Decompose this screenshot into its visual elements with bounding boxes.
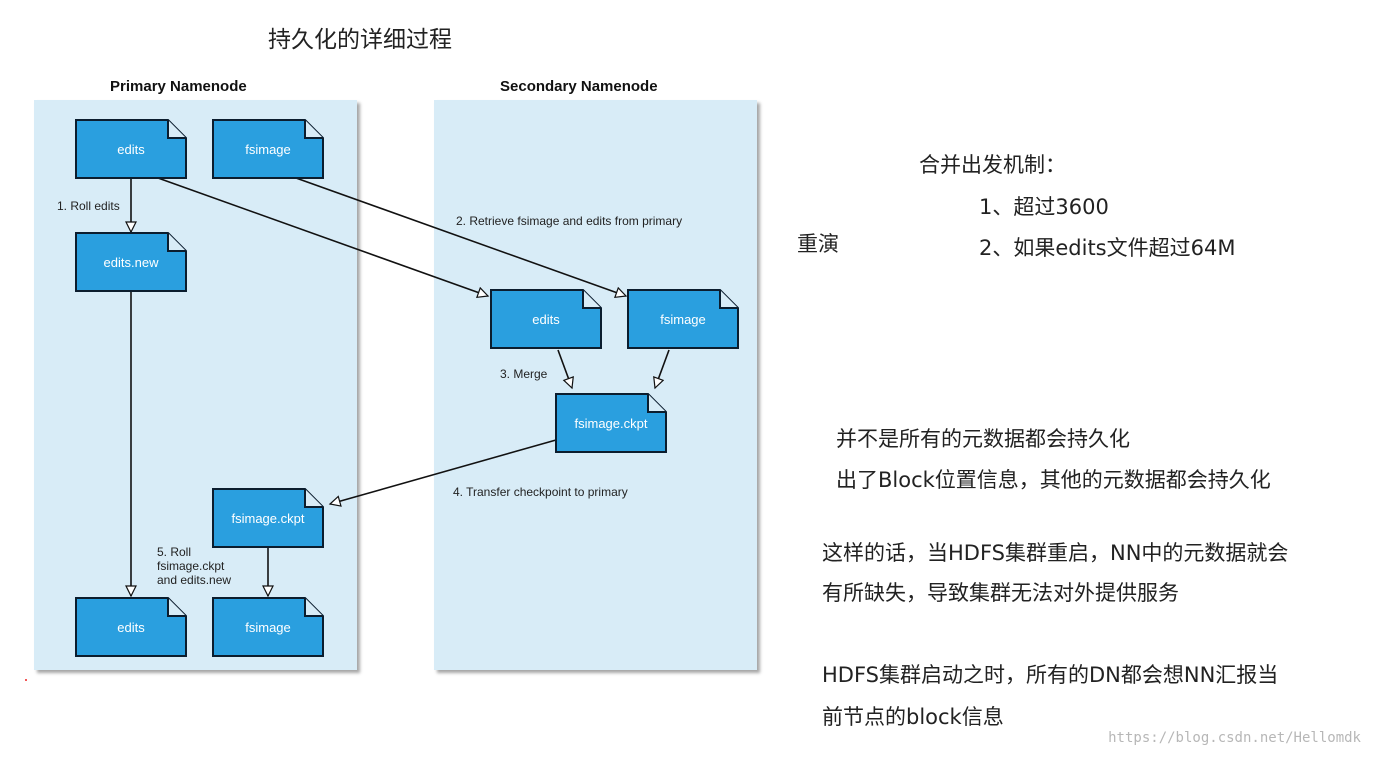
file-label: fsimage	[245, 142, 291, 157]
file-icon-secondary-fsimage: fsimage	[627, 289, 739, 349]
note-startup-1: HDFS集群启动之时，所有的DN都会想NN汇报当	[822, 663, 1279, 687]
file-icon-secondary-fsimage-ckpt: fsimage.ckpt	[555, 393, 667, 453]
primary-namenode-panel	[34, 100, 357, 670]
step-roll-ckpt: 5. Roll fsimage.ckpt and edits.new	[157, 545, 232, 587]
arrow-retrieve-edits	[157, 177, 490, 299]
file-icon-primary-edits-new: edits.new	[75, 232, 187, 292]
file-icon-primary-edits: edits	[75, 119, 187, 179]
note-replay: 重演	[797, 232, 839, 256]
watermark: https://blog.csdn.net/Hellomdk	[1108, 730, 1361, 746]
note-trigger-1: 1、超过3600	[979, 195, 1109, 219]
secondary-namenode-panel	[434, 100, 757, 670]
file-icon-secondary-edits: edits	[490, 289, 602, 349]
arrows	[125, 177, 670, 598]
file-label: fsimage.ckpt	[575, 416, 648, 431]
arrow-transfer-checkpoint	[328, 439, 557, 507]
file-label: edits	[117, 620, 145, 635]
note-not-all-2: 出了Block位置信息，其他的元数据都会持久化	[836, 468, 1271, 492]
step-roll-edits: 1. Roll edits	[57, 199, 120, 213]
file-icon-primary-fsimage-ckpt: fsimage.ckpt	[212, 488, 324, 548]
note-restart-2: 有所缺失，导致集群无法对外提供服务	[822, 581, 1179, 605]
primary-namenode-title: Primary Namenode	[110, 78, 247, 95]
note-startup-2: 前节点的block信息	[822, 705, 1004, 729]
stray-dot	[25, 679, 27, 681]
file-label: fsimage.ckpt	[232, 511, 305, 526]
page-title: 持久化的详细过程	[268, 27, 452, 53]
note-trigger-2: 2、如果edits文件超过64M	[979, 236, 1236, 260]
secondary-namenode-title: Secondary Namenode	[500, 78, 658, 95]
file-label: fsimage	[660, 312, 706, 327]
step-merge: 3. Merge	[500, 367, 548, 381]
file-label: edits	[532, 312, 560, 327]
note-restart-1: 这样的话，当HDFS集群重启，NN中的元数据就会	[822, 541, 1289, 565]
step-transfer: 4. Transfer checkpoint to primary	[453, 485, 628, 499]
arrow-retrieve-fsimage	[295, 177, 628, 299]
file-icon-primary-fsimage: fsimage	[212, 119, 324, 179]
file-label: fsimage	[245, 620, 291, 635]
file-label: edits	[117, 142, 145, 157]
note-trigger-title: 合并出发机制：	[919, 153, 1066, 177]
file-icon-primary-fsimage-final: fsimage	[212, 597, 324, 657]
arrow-merge-fsimage	[653, 349, 670, 390]
step-retrieve: 2. Retrieve fsimage and edits from prima…	[456, 214, 683, 228]
file-label: edits.new	[104, 255, 160, 270]
arrow-merge-edits	[557, 349, 574, 390]
file-icon-primary-edits-final: edits	[75, 597, 187, 657]
note-not-all-1: 并不是所有的元数据都会持久化	[836, 427, 1130, 451]
